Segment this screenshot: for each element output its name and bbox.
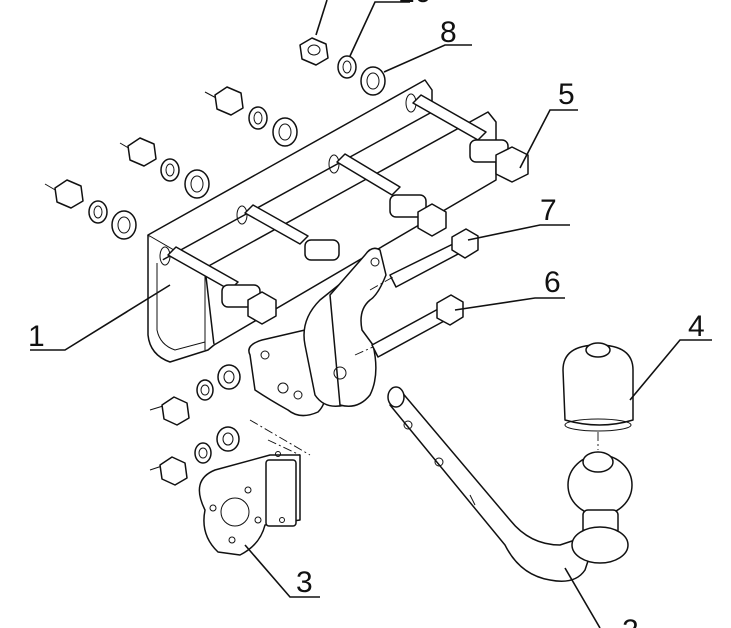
ball-cover — [562, 342, 634, 432]
callout-7: 7 — [540, 194, 557, 227]
callout-5: 5 — [558, 78, 575, 111]
bolt-7 — [389, 228, 479, 288]
mounting-bracket — [147, 79, 529, 363]
callout-6: 6 — [544, 266, 561, 299]
stack-lower-1 — [149, 364, 241, 426]
bolt-6 — [371, 294, 464, 358]
bracket-cross-bolts — [167, 94, 487, 291]
tow-ball-neck — [387, 386, 633, 582]
callout-8: 8 — [440, 16, 457, 49]
callout-4: 4 — [688, 310, 705, 343]
bracket-bolt-heads — [221, 139, 529, 325]
socket-plate — [198, 451, 301, 556]
callout-2: 2 — [622, 614, 639, 628]
nut-washer-stacks — [44, 37, 386, 486]
callout-labels: 1 2 3 4 5 6 7 8 10 — [28, 0, 705, 628]
stack-3 — [119, 137, 210, 199]
callout-3: 3 — [296, 566, 313, 599]
stack-top — [299, 37, 386, 96]
stack-2 — [204, 86, 298, 147]
callout-10: 10 — [398, 0, 431, 9]
callout-1: 1 — [28, 320, 45, 353]
side-flange-plates — [248, 247, 387, 417]
stack-lower-2 — [149, 426, 240, 486]
leader-lines — [30, 0, 712, 628]
stack-4 — [44, 179, 137, 240]
